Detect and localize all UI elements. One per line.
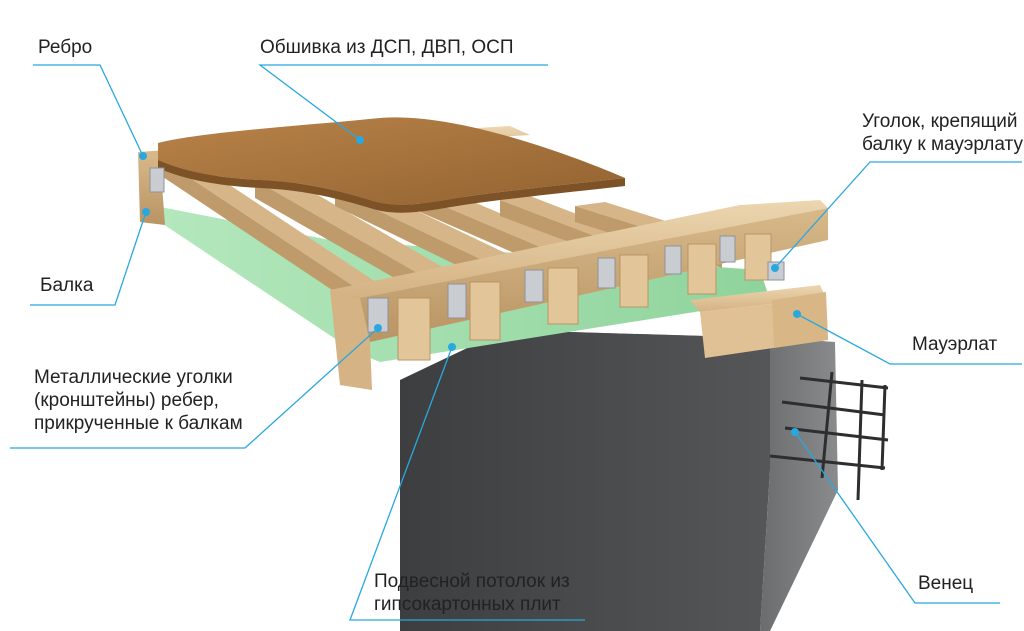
leader-rebro — [33, 64, 144, 157]
bracket-4 — [597, 257, 616, 289]
dot-kronshteiny — [374, 324, 382, 332]
rebar-6 — [856, 379, 864, 501]
rib-2-side — [255, 180, 440, 304]
rib-end-6 — [744, 233, 772, 281]
leader-mauerlat — [796, 313, 1022, 365]
near-beam-top — [330, 200, 828, 298]
leader-dots — [139, 136, 801, 436]
dot-rebro — [139, 152, 147, 160]
label-ugolok: Уголок, крепящий балку к мауэрлату — [862, 111, 1023, 155]
label-obshivka: Обшивка из ДСП, ДВП, ОСП — [260, 37, 514, 58]
rebar-2 — [781, 400, 886, 417]
near-beam-end — [330, 290, 372, 390]
dot-potolok — [448, 343, 456, 351]
concrete-wall-side — [760, 338, 838, 631]
label-rebro: Ребро — [38, 37, 93, 58]
rebar-grid — [769, 371, 889, 501]
rib-ends — [397, 233, 772, 361]
leader-lines — [10, 64, 1022, 621]
leader-potolok — [349, 346, 585, 621]
dot-obshivka — [356, 136, 364, 144]
dot-ugolok — [771, 264, 779, 272]
leader-kronshteiny — [10, 327, 379, 449]
rib-end-3 — [547, 267, 579, 325]
bracket-2 — [447, 283, 467, 319]
label-venets: Венец — [918, 573, 974, 594]
leader-venets — [794, 431, 1000, 604]
rib-end-5 — [687, 243, 717, 295]
rebar-5 — [820, 371, 834, 479]
rib-end-4 — [619, 254, 649, 308]
rebar-4 — [769, 454, 886, 470]
rib-2 — [255, 176, 465, 286]
mauerlat-top — [690, 285, 826, 312]
dot-mauerlat — [793, 310, 801, 318]
leader-balka — [30, 211, 147, 306]
rebar-7 — [880, 384, 887, 471]
rib-1-side — [160, 158, 365, 312]
bracket-5 — [664, 245, 682, 275]
rib-end-2 — [469, 281, 501, 341]
label-kronshteiny: Металлические уголки (кронштейны) ребер,… — [34, 367, 243, 434]
leader-obshivka — [258, 64, 548, 141]
rib-1 — [160, 152, 385, 294]
bracket-6 — [719, 235, 736, 263]
label-mauerlat: Мауэрлат — [912, 334, 998, 355]
bracket-3 — [524, 269, 544, 303]
dot-venets — [791, 428, 799, 436]
sheathing-board-edge — [158, 160, 625, 213]
label-balka: Балка — [40, 275, 94, 296]
sheathing-board — [158, 117, 625, 205]
mauerlat-end — [772, 292, 828, 348]
rebar-3 — [784, 426, 889, 442]
concrete-wall-front — [400, 330, 770, 631]
dot-balka — [142, 208, 150, 216]
leader-ugolok — [774, 161, 1022, 269]
bracket-far — [149, 167, 165, 193]
rebar-1 — [799, 376, 889, 390]
rib-end-1 — [397, 297, 431, 361]
label-potolok: Подвесной потолок из гипсокартонных плит — [374, 571, 570, 615]
